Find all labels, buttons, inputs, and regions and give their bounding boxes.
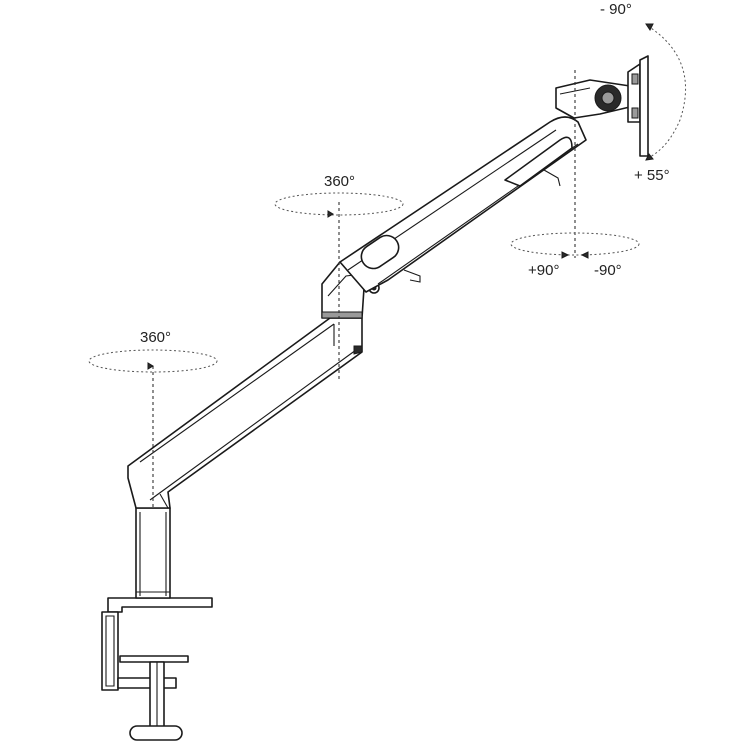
swivel-right-label: -90° <box>594 262 622 279</box>
base-rotation-label: 360° <box>140 329 171 346</box>
elbow-rotation-label: 360° <box>324 173 355 190</box>
swivel-left-label: +90° <box>528 262 559 279</box>
mount-pole <box>135 507 171 599</box>
tilt-back-label: - 90° <box>600 1 632 18</box>
swivel-orbit <box>510 232 640 259</box>
tilt-forward-label: + 55° <box>634 167 670 184</box>
upper-arm <box>339 116 587 293</box>
elbow-rotation-orbit <box>274 192 404 218</box>
desk-clamp <box>101 597 213 741</box>
base-rotation-orbit <box>88 349 218 373</box>
tilt-arc <box>645 23 687 161</box>
lower-arm <box>127 317 363 509</box>
